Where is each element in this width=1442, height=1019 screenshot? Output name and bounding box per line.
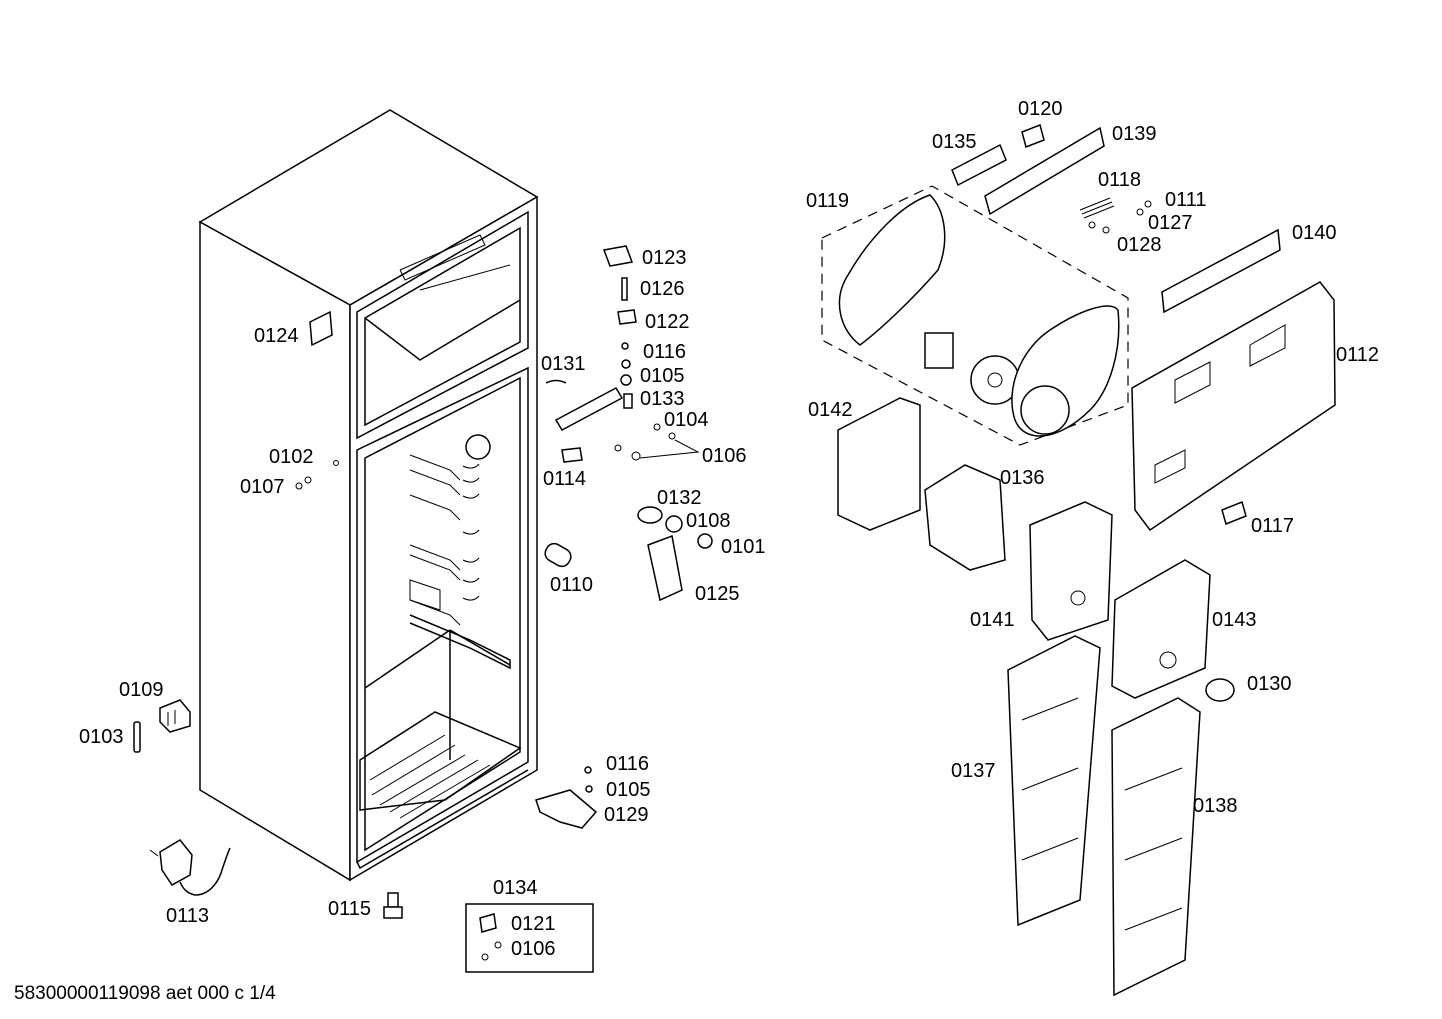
- part-label-0106-lower: 0106: [511, 938, 556, 960]
- part-label-0111: 0111: [1165, 189, 1207, 211]
- part-label-0134: 0134: [493, 877, 538, 899]
- part-label-0109: 0109: [119, 679, 164, 701]
- part-label-0106-upper: 0106: [702, 445, 747, 467]
- air-duct-rear-icon: [1111, 697, 1201, 997]
- part-label-0108: 0108: [686, 510, 731, 532]
- control-pcb-icon: [984, 126, 1105, 216]
- part-label-0117: 0117: [1251, 515, 1294, 537]
- fan-housing-icon: [1011, 305, 1120, 437]
- part-label-0135: 0135: [932, 131, 977, 153]
- connector-block-icon: [159, 699, 191, 733]
- part-label-0114: 0114: [543, 468, 586, 490]
- knob-icon: [1205, 678, 1235, 702]
- part-label-0142: 0142: [808, 399, 853, 421]
- part-label-0123: 0123: [642, 247, 687, 269]
- hinge-bracket-icon: [554, 387, 624, 431]
- part-label-0105-lower: 0105: [606, 779, 651, 801]
- part-label-0131: 0131: [541, 353, 586, 375]
- part-label-0128: 0128: [1117, 234, 1162, 256]
- part-label-0101: 0101: [721, 536, 766, 558]
- rear-cover-panel-icon: [1131, 281, 1336, 532]
- part-label-0122: 0122: [645, 311, 690, 333]
- thermostat-housing-icon: [837, 397, 921, 531]
- bracket-icon: [924, 464, 1006, 571]
- part-label-0112: 0112: [1336, 344, 1379, 366]
- part-label-0127: 0127: [1148, 212, 1193, 234]
- part-label-0116-lower: 0116: [606, 753, 649, 775]
- control-assemblies: [821, 123, 1336, 997]
- part-label-0132: 0132: [657, 487, 702, 509]
- part-label-0139: 0139: [1112, 123, 1157, 145]
- part-label-0107: 0107: [240, 476, 285, 498]
- fan-shroud-icon: [838, 194, 946, 346]
- foot-screw-icon: [383, 892, 403, 919]
- part-label-0104: 0104: [664, 409, 709, 431]
- document-id: 58300000119098 aet 000 c 1/4: [14, 983, 276, 1004]
- part-label-0125: 0125: [695, 583, 740, 605]
- part-labels: 0120 0135 0139 0118 0111 0119 0127 0140 …: [79, 98, 1379, 960]
- label-plate-icon: [309, 310, 333, 347]
- part-label-0121: 0121: [511, 913, 556, 935]
- part-label-0143: 0143: [1212, 609, 1257, 631]
- cover-housing-icon: [1111, 559, 1211, 699]
- part-label-0102: 0102: [269, 446, 314, 468]
- part-label-0119: 0119: [806, 190, 849, 212]
- part-label-0130: 0130: [1247, 673, 1292, 695]
- part-label-0137: 0137: [951, 760, 996, 782]
- part-label-0138: 0138: [1193, 795, 1238, 817]
- part-label-0126: 0126: [640, 278, 685, 300]
- air-duct-icon: [1007, 635, 1101, 927]
- part-label-0103: 0103: [79, 726, 124, 748]
- part-label-0124: 0124: [254, 325, 299, 347]
- part-label-0115: 0115: [328, 898, 371, 920]
- part-label-0133: 0133: [640, 388, 685, 410]
- part-label-0140: 0140: [1292, 222, 1337, 244]
- part-label-0141: 0141: [970, 609, 1015, 631]
- hinge-cap-icon: [602, 245, 634, 267]
- part-label-0118: 0118: [1098, 169, 1141, 191]
- knob-housing-icon: [951, 143, 1007, 187]
- fan-motor-icon: [924, 332, 954, 369]
- part-label-0136: 0136: [1000, 467, 1045, 489]
- small-parts: [133, 245, 713, 973]
- part-label-0110: 0110: [550, 574, 593, 596]
- part-label-0113: 0113: [166, 905, 209, 927]
- power-cord-icon: [149, 839, 231, 896]
- fridge-cabinet: [198, 109, 539, 882]
- part-label-0120: 0120: [1018, 98, 1063, 120]
- part-label-0129: 0129: [604, 804, 649, 826]
- lamp-housing-icon: [1029, 501, 1113, 641]
- kit-box: [465, 903, 594, 973]
- pin-icon: [133, 721, 141, 753]
- part-label-0116-upper: 0116: [643, 341, 686, 363]
- part-label-0105-upper: 0105: [640, 365, 685, 387]
